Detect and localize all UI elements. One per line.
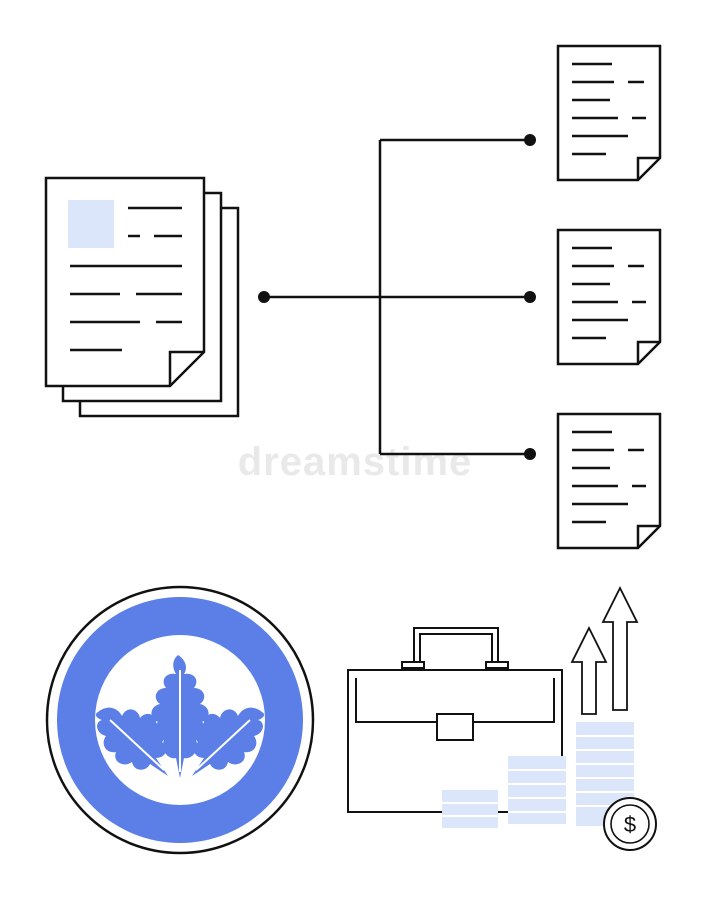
dollar-sign: $ xyxy=(624,812,636,837)
coin-stack-icon xyxy=(442,722,634,828)
growth-arrows-icon xyxy=(570,585,639,715)
dollar-coin-icon: $ xyxy=(603,797,657,851)
document-icon-middle xyxy=(556,228,662,366)
coin-stack-medium xyxy=(508,756,566,824)
leaf-badge-icon xyxy=(45,585,315,855)
document-stack-icon xyxy=(44,176,240,418)
coin-stack-small xyxy=(442,790,498,828)
connector-lines xyxy=(264,138,530,456)
watermark: dreamstime xyxy=(237,440,473,484)
document-icon-top xyxy=(556,44,662,182)
connector-dots xyxy=(258,134,536,460)
document-icon-bottom xyxy=(556,412,662,550)
